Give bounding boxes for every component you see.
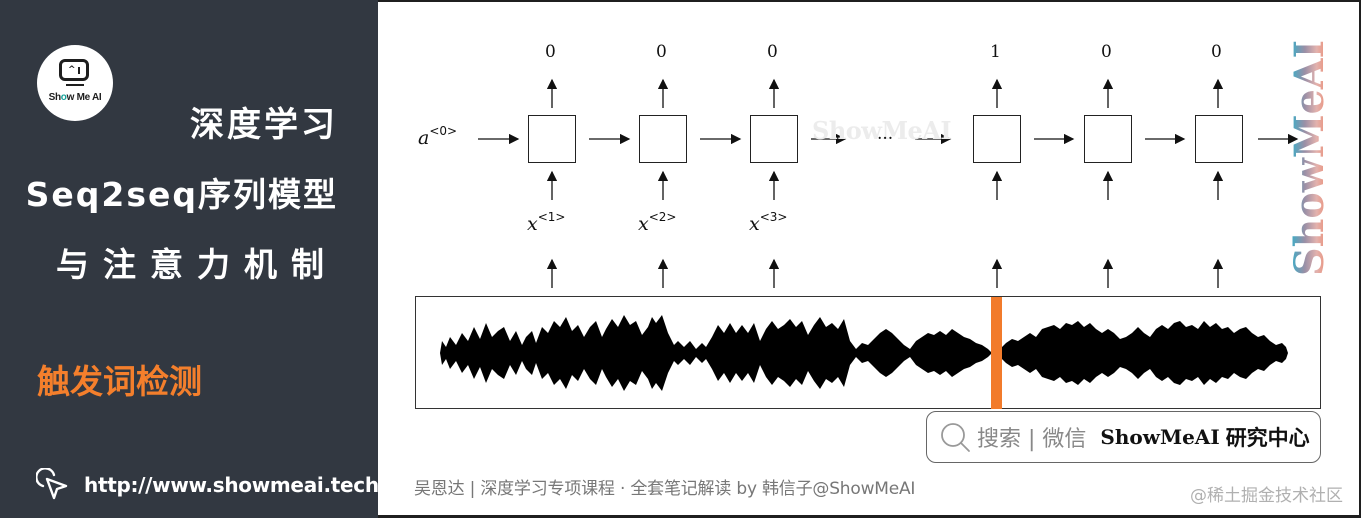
website-link[interactable]: http://www.showmeai.tech/ (36, 468, 386, 502)
output-label: 0 (545, 42, 556, 62)
rnn-cell-t2 (1195, 115, 1243, 163)
rnn-cell-t1 (1084, 115, 1132, 163)
course-title-line2: Seq2seq序列模型 (25, 175, 338, 214)
logo-text: Show Me AI (48, 92, 102, 103)
ellipsis: ... (877, 124, 894, 144)
footer-credit: 吴恩达 | 深度学习专项课程 · 全套笔记解读 by 韩信子@ShowMeAI (414, 479, 916, 499)
wechat-search-badge: 搜索 | 微信 ShowMeAI 研究中心 (926, 411, 1321, 463)
website-url[interactable]: http://www.showmeai.tech/ (84, 473, 386, 497)
course-title-line3: 与注意力机制 (56, 245, 338, 284)
search-brand: ShowMeAI (1100, 425, 1220, 449)
output-label: 0 (767, 42, 778, 62)
section-title: 触发词检测 (37, 362, 202, 401)
trigger-word-marker (991, 297, 1002, 409)
svg-text:ShowMeAI: ShowMeAI (1290, 40, 1330, 276)
audio-waveform (415, 296, 1321, 409)
rnn-cell-3 (750, 115, 798, 163)
search-suffix: 研究中心 (1225, 426, 1310, 450)
input-label-3: x<3> (749, 210, 788, 235)
input-label-2: x<2> (638, 210, 677, 235)
showmeai-logo: ^ Show Me AI (37, 45, 113, 121)
output-label: 0 (1101, 42, 1112, 62)
output-label: 1 (990, 42, 1001, 62)
juejin-watermark: @稀土掘金技术社区 (1190, 486, 1343, 506)
input-label-1: x<1> (527, 210, 566, 235)
search-icon (941, 423, 970, 452)
sidebar-panel: ^ Show Me AI 深度学习 Seq2seq序列模型 与注意力机制 触发词… (0, 0, 386, 518)
output-label: 0 (1211, 42, 1222, 62)
waveform-graphic (440, 315, 1288, 391)
initial-activation-label: a<0> (418, 124, 458, 149)
rnn-cell-1 (528, 115, 576, 163)
rnn-cell-t (973, 115, 1021, 163)
course-title-line1: 深度学习 (190, 105, 338, 145)
robot-screen-icon: ^ (59, 59, 89, 81)
cursor-click-icon (36, 468, 68, 500)
vertical-brand-watermark: ShowMeAI (1290, 40, 1330, 276)
search-prefix: 搜索 | 微信 (977, 427, 1087, 452)
rnn-cell-2 (639, 115, 687, 163)
center-watermark: ShowMeAI (812, 116, 952, 145)
output-label: 0 (656, 42, 667, 62)
